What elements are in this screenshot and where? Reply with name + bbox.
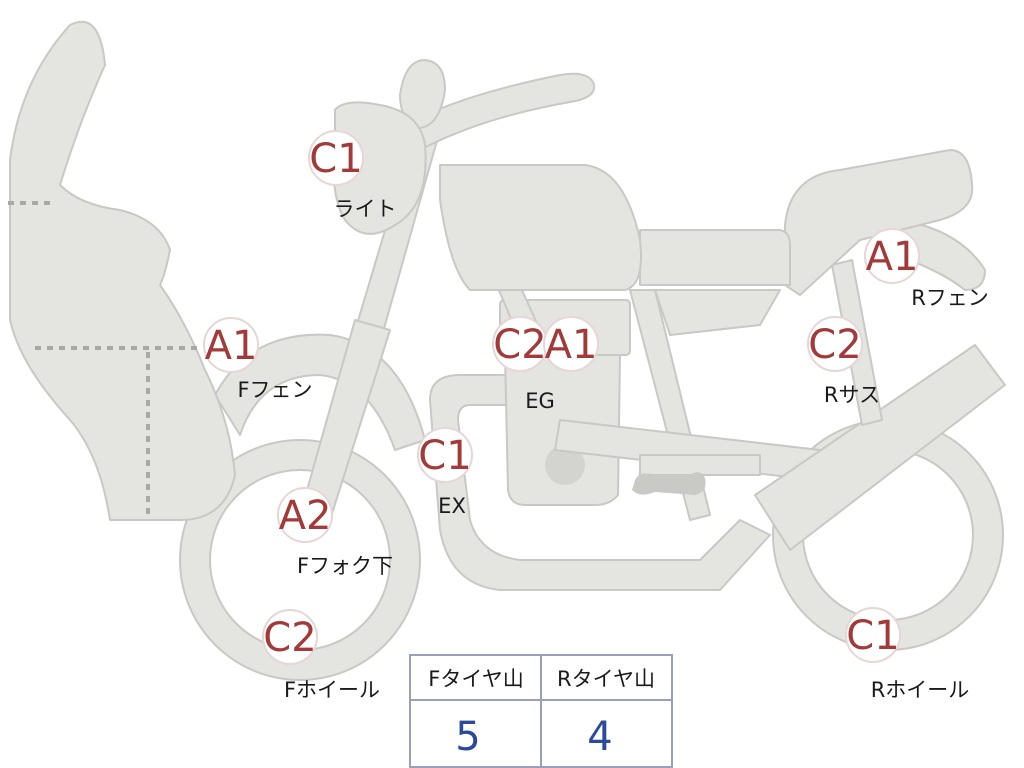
part-label: EG	[525, 389, 555, 413]
grade-label: C2	[808, 322, 861, 368]
marker-circle	[417, 427, 473, 483]
marker-rear-fender: A1 Rフェン	[864, 228, 989, 310]
grade-label: C1	[309, 136, 362, 182]
swingarm	[754, 344, 1006, 551]
marker-exhaust: C1 EX	[417, 427, 473, 518]
marker-circle	[203, 317, 259, 373]
rear-tire-header: Rタイヤ山	[557, 667, 655, 691]
fuel-tank	[439, 164, 642, 291]
marker-rear-shock: C2 Rサス	[807, 316, 880, 407]
marker-circle	[543, 316, 599, 372]
fairing-seams	[8, 201, 200, 515]
marker-rear-wheel: C1 Rホイール	[845, 607, 970, 702]
grade-label: A2	[279, 493, 332, 539]
engine-cover	[545, 445, 585, 485]
grade-label: C1	[846, 613, 899, 659]
grade-markers: C1 ライト A1 Fフェン C2 A1 EG C1 EX A2 Fフォク下	[203, 130, 989, 702]
grade-label: A1	[205, 323, 258, 369]
marker-circle	[807, 316, 863, 372]
marker-circle	[262, 609, 318, 665]
grade-label: A1	[545, 322, 598, 368]
part-label: EX	[438, 494, 466, 518]
tail-cowl	[784, 149, 974, 296]
rear-tire-value: 4	[587, 714, 612, 760]
marker-front-fork-lower: A2 Fフォク下	[277, 487, 393, 578]
seat	[639, 229, 791, 286]
part-label: Fフォク下	[297, 554, 393, 578]
marker-circle	[308, 130, 364, 186]
grade-label: C2	[263, 615, 316, 661]
front-tire-header: Fタイヤ山	[428, 667, 523, 691]
footpeg	[632, 472, 706, 495]
fairing	[9, 20, 236, 521]
front-tire-value: 5	[455, 714, 480, 760]
exhaust-pipe	[429, 374, 771, 591]
marker-circle	[864, 228, 920, 284]
marker-engine-a1: A1 EG	[525, 316, 599, 413]
front-wheel	[180, 440, 420, 680]
handlebar	[404, 72, 596, 151]
part-label: Rフェン	[911, 286, 989, 310]
grade-label: C2	[493, 322, 546, 368]
part-label: Rサス	[824, 383, 880, 407]
marker-circle	[277, 487, 333, 543]
marker-engine-c2: C2	[492, 316, 548, 372]
grade-label: C1	[418, 433, 471, 479]
grade-label: A1	[866, 234, 919, 280]
tire-tread-table: Fタイヤ山 Rタイヤ山 5 4	[409, 654, 673, 768]
marker-front-fender: A1 Fフェン	[203, 317, 313, 402]
part-label: Fフェン	[237, 378, 312, 402]
rear-fender	[894, 219, 986, 291]
part-label: Fホイール	[284, 678, 380, 702]
marker-light: C1 ライト	[308, 130, 397, 221]
headlight	[332, 101, 427, 235]
part-label: Rホイール	[871, 678, 970, 702]
part-label: ライト	[334, 197, 397, 221]
marker-circle	[845, 607, 901, 663]
marker-front-wheel: C2 Fホイール	[262, 609, 380, 702]
